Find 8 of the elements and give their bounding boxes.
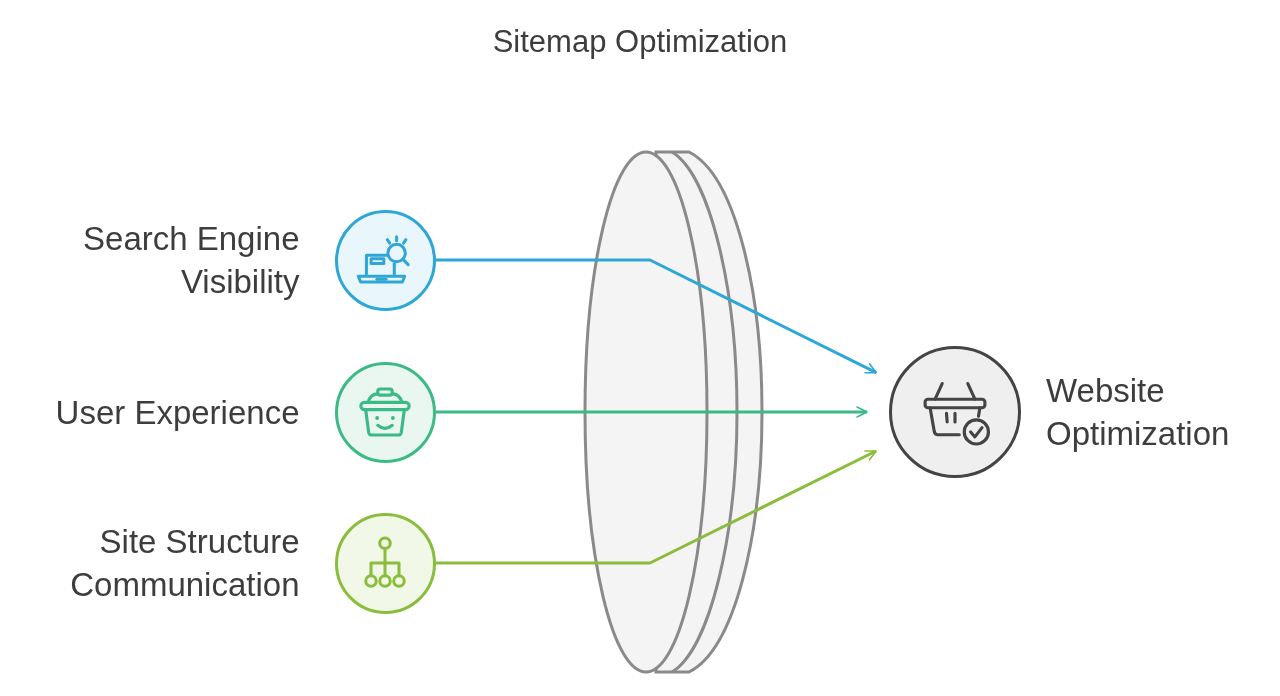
node-label: User Experience	[54, 392, 300, 433]
arrow	[435, 258, 877, 375]
arrow	[435, 406, 868, 418]
node-label: Website Optimization	[1046, 371, 1231, 454]
arrow	[435, 449, 877, 565]
node-label: Search Engine Visibility	[82, 219, 300, 302]
diagram-title: Sitemap Optimization	[491, 24, 789, 60]
node-label: Site Structure Communication	[69, 522, 300, 605]
